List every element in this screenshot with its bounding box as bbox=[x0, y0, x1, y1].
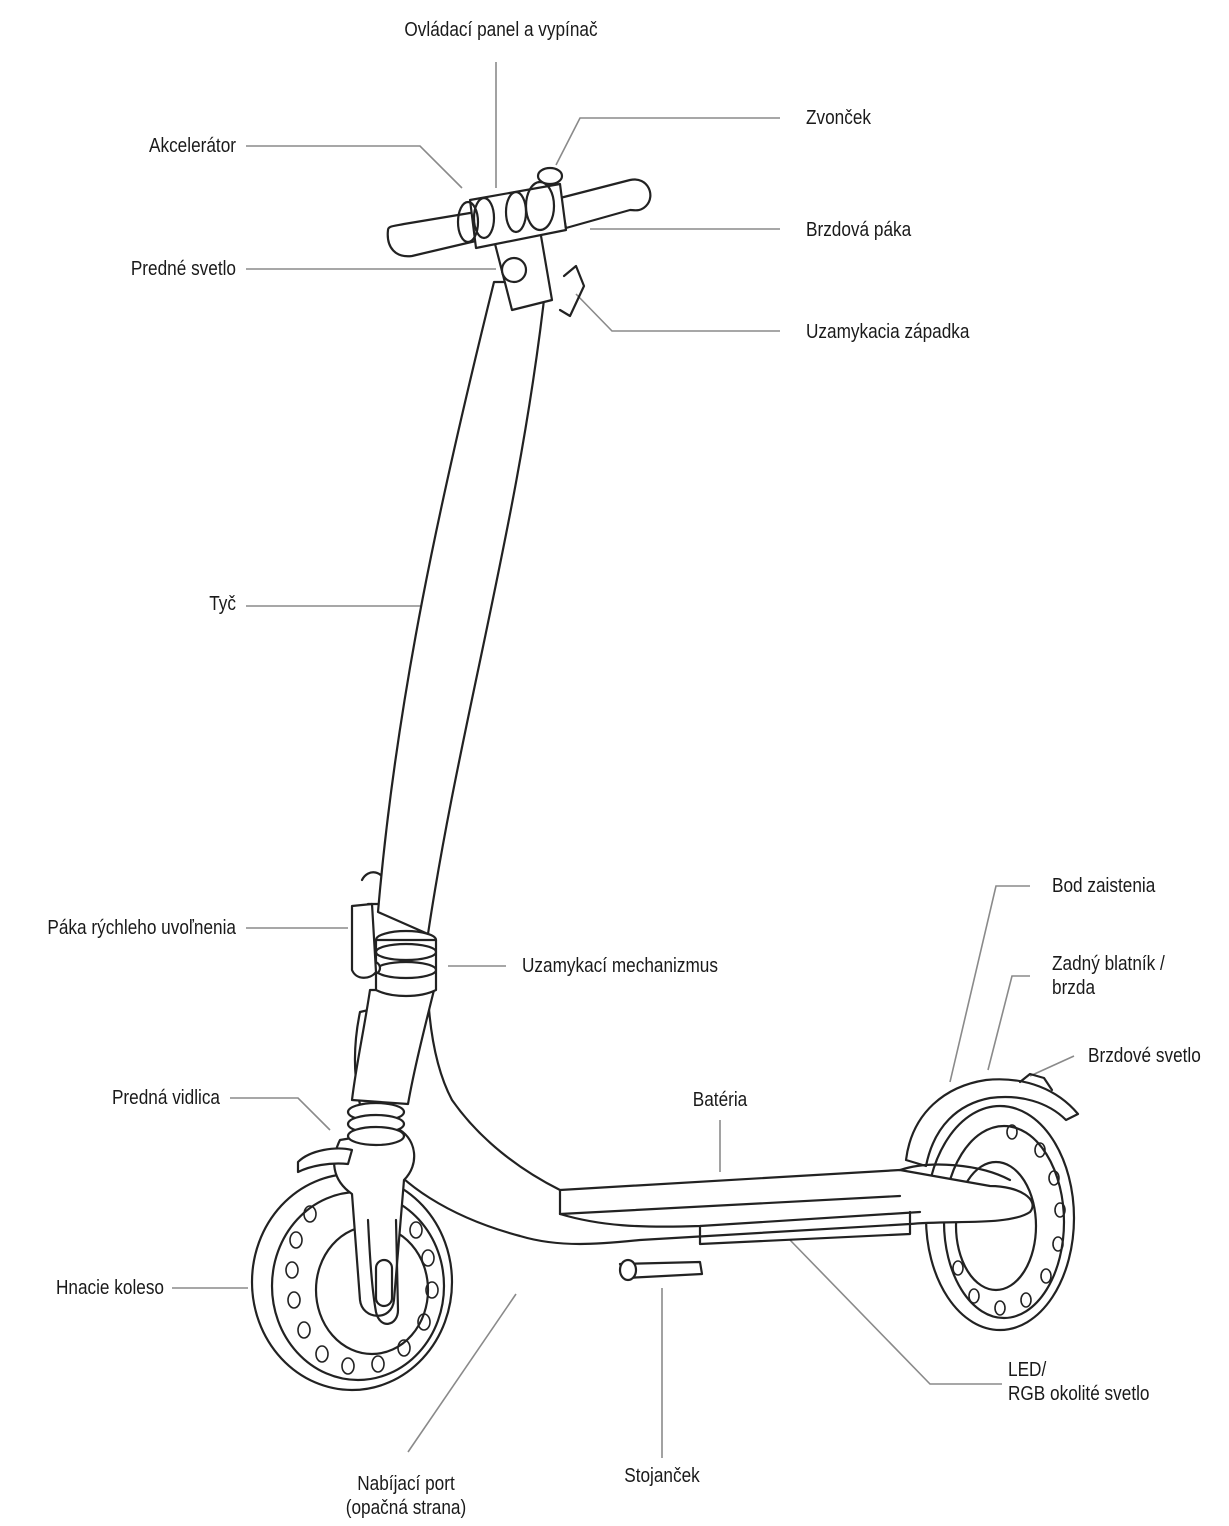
label-stem: Tyč bbox=[102, 592, 236, 616]
label-rear-fender-line1: Zadný blatník / bbox=[1052, 952, 1165, 976]
leader-front-fork bbox=[230, 1098, 330, 1130]
label-front-fork: Predná vidlica bbox=[48, 1086, 220, 1110]
leader-locking-latch bbox=[576, 294, 780, 331]
label-led-line1: LED/ bbox=[1008, 1358, 1149, 1382]
label-battery: Batéria bbox=[651, 1088, 789, 1112]
label-brake-lever: Brzdová páka bbox=[806, 218, 911, 242]
label-charging-port: Nabíjací port (opačná strana) bbox=[311, 1472, 500, 1520]
leader-rear-fender bbox=[988, 976, 1030, 1070]
stem-shape bbox=[378, 282, 546, 934]
label-charging-port-line2: (opačná strana) bbox=[311, 1496, 500, 1520]
label-bell: Zvonček bbox=[806, 106, 871, 130]
label-kickstand: Stojanček bbox=[593, 1464, 731, 1488]
leader-anchor-point bbox=[950, 886, 1030, 1082]
scooter-line-art bbox=[252, 168, 1078, 1390]
label-anchor-point: Bod zaistenia bbox=[1052, 874, 1155, 898]
label-control-panel: Ovládací panel a vypínač bbox=[368, 18, 635, 42]
label-rear-fender: Zadný blatník / brzda bbox=[1052, 952, 1165, 1000]
label-led: LED/ RGB okolité svetlo bbox=[1008, 1358, 1149, 1406]
label-quick-release-lever: Páka rýchleho uvoľnenia bbox=[33, 916, 236, 940]
quick-release-lever-shape bbox=[352, 904, 376, 978]
label-accelerator: Akcelerátor bbox=[67, 134, 236, 158]
label-drive-wheel: Hnacie koleso bbox=[23, 1276, 164, 1300]
label-locking-latch: Uzamykacia západka bbox=[806, 320, 969, 344]
label-locking-mechanism: Uzamykací mechanizmus bbox=[522, 954, 718, 978]
label-front-light: Predné svetlo bbox=[50, 257, 236, 281]
label-charging-port-line1: Nabíjací port bbox=[311, 1472, 500, 1496]
locking-collar bbox=[368, 931, 436, 996]
leader-brake-light bbox=[1030, 1056, 1074, 1076]
label-rear-fender-line2: brzda bbox=[1052, 976, 1165, 1000]
fork-springs bbox=[348, 1103, 404, 1145]
label-brake-light: Brzdové svetlo bbox=[1088, 1044, 1201, 1068]
label-led-line2: RGB okolité svetlo bbox=[1008, 1382, 1149, 1406]
leader-accelerator bbox=[246, 146, 462, 188]
leader-bell bbox=[556, 118, 780, 165]
